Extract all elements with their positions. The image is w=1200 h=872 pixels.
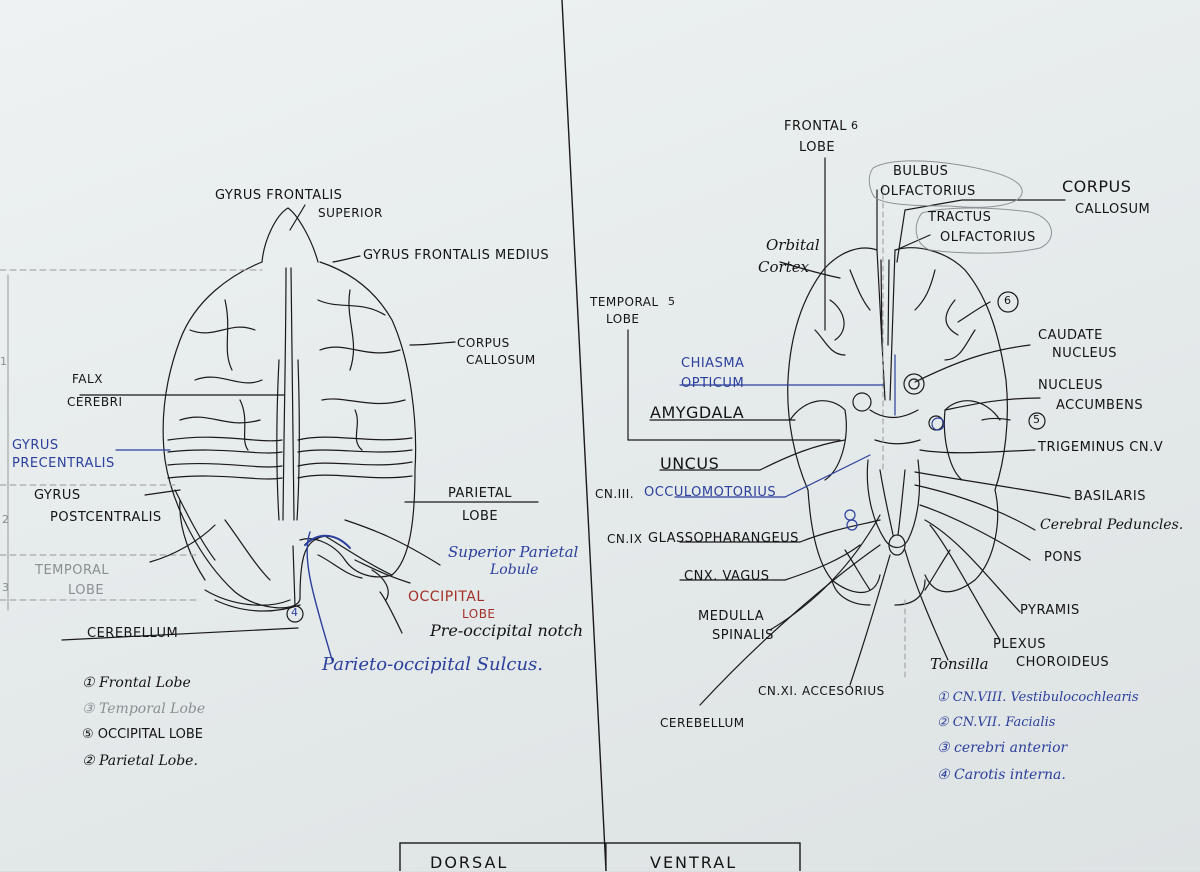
label-occipital-lobe: LOBE bbox=[462, 607, 496, 621]
label-uncus: UNCUS bbox=[660, 454, 720, 473]
label-olfactorius: OLFACTORIUS bbox=[880, 184, 976, 199]
label-callosum-ventral: CALLOSUM bbox=[1075, 202, 1151, 217]
label-trigeminus: TRIGEMINUS CN.V bbox=[1038, 440, 1164, 455]
label-falx: FALX bbox=[72, 372, 103, 386]
label-temporal-lobe: LOBE bbox=[68, 583, 105, 598]
label-cn10: CNX. VAGUS bbox=[684, 569, 770, 584]
dorsal-legend-item-2: ③ Temporal Lobe bbox=[82, 701, 206, 717]
label-cn3: CN.III. bbox=[595, 487, 635, 501]
side-mark-1: 1 bbox=[0, 355, 8, 368]
label-plexus: PLEXUS bbox=[993, 637, 1046, 652]
label-corpus: CORPUS bbox=[457, 336, 510, 350]
label-pons: PONS bbox=[1044, 550, 1083, 565]
label-medulla: MEDULLA bbox=[698, 609, 765, 624]
label-nucleus-2: NUCLEUS bbox=[1038, 378, 1104, 393]
label-spinalis: SPINALIS bbox=[712, 628, 774, 643]
dorsal-brain-outline bbox=[162, 207, 417, 612]
label-temporal-lobe-ventral: LOBE bbox=[606, 312, 640, 326]
label-frontal-num: 6 bbox=[851, 119, 859, 132]
label-circle-5: 5 bbox=[1033, 413, 1041, 426]
label-frontal: FRONTAL bbox=[784, 119, 848, 134]
label-temporal: TEMPORAL bbox=[35, 563, 110, 578]
label-precentralis: PRECENTRALIS bbox=[12, 456, 115, 471]
label-frontal-lobe: LOBE bbox=[799, 140, 836, 155]
label-parietal: PARIETAL bbox=[448, 486, 513, 501]
bottom-label-box bbox=[399, 842, 801, 871]
label-basilaris: BASILARIS bbox=[1074, 489, 1146, 504]
label-bulbus: BULBUS bbox=[893, 164, 949, 179]
ventral-legend-item-3: ③ cerebri anterior bbox=[937, 740, 1068, 756]
label-caudate: CAUDATE bbox=[1038, 328, 1103, 343]
label-circle-4: 4 bbox=[291, 606, 299, 619]
ventral-brain-outline bbox=[787, 247, 1008, 606]
label-opticum: OPTICUM bbox=[681, 376, 745, 391]
label-cerebellum-dorsal: CEREBELLUM bbox=[87, 626, 179, 641]
label-superior-parietal: Superior Parietal bbox=[448, 543, 579, 561]
label-occulomotorius: OCCULOMOTORIUS bbox=[644, 485, 777, 500]
bottom-box-dorsal: DORSAL bbox=[430, 853, 509, 872]
label-circle-6: 6 bbox=[1004, 294, 1012, 307]
label-lobule: Lobule bbox=[490, 562, 539, 578]
label-temporal-ventral: TEMPORAL bbox=[590, 295, 659, 309]
label-gyrus-frontalis-medius: GYRUS FRONTALIS MEDIUS bbox=[363, 248, 550, 263]
label-superior: SUPERIOR bbox=[318, 206, 383, 220]
label-temporal-num: 5 bbox=[668, 295, 676, 308]
label-occipital: OCCIPITAL bbox=[408, 589, 485, 605]
label-cn11: CN.XI. ACCESORIUS bbox=[758, 684, 885, 698]
label-nucleus: NUCLEUS bbox=[1052, 346, 1118, 361]
label-gyrus-postcentralis: GYRUS bbox=[34, 488, 81, 503]
label-parietal-lobe: LOBE bbox=[462, 509, 499, 524]
side-mark-2: 2 bbox=[2, 513, 10, 526]
label-cerebellum-ventral: CEREBELLUM bbox=[660, 716, 745, 730]
label-tonsilla: Tonsilla bbox=[930, 655, 989, 673]
label-gyrus-precentralis: GYRUS bbox=[12, 438, 59, 453]
ventral-legend-item-1: ① CN.VIII. Vestibulocochlearis bbox=[937, 690, 1139, 705]
label-olfactorius-2: OLFACTORIUS bbox=[940, 230, 1036, 245]
dorsal-legend-item-3: ⑤ OCCIPITAL LOBE bbox=[82, 727, 204, 742]
dorsal-legend-item-4: ② Parietal Lobe. bbox=[82, 753, 198, 769]
label-cerebri: CEREBRI bbox=[67, 395, 123, 409]
label-accumbens: ACCUMBENS bbox=[1056, 398, 1144, 413]
label-amygdala: AMYGDALA bbox=[650, 403, 745, 422]
label-gyrus-frontalis: GYRUS FRONTALIS bbox=[215, 188, 343, 203]
label-cloud-scribbles bbox=[868, 160, 1052, 254]
label-cerebral-peduncles: Cerebral Peduncles. bbox=[1040, 517, 1184, 533]
side-mark-3: 3 bbox=[2, 581, 10, 594]
label-cn9: CN.IX bbox=[607, 532, 643, 546]
label-callosum: CALLOSUM bbox=[466, 353, 536, 367]
label-glassopharangeus: GLASSOPHARANGEUS bbox=[648, 531, 799, 546]
ventral-legend-item-4: ④ Carotis interna. bbox=[937, 767, 1066, 783]
bottom-box-ventral: VENTRAL bbox=[650, 853, 738, 872]
label-parieto-occipital-sulcus: Parieto-occipital Sulcus. bbox=[322, 654, 543, 675]
label-corpus-ventral: CORPUS bbox=[1062, 177, 1132, 196]
center-divider bbox=[561, 0, 607, 871]
label-cortex: Cortex bbox=[758, 258, 810, 276]
label-pyramis: PYRAMIS bbox=[1020, 603, 1080, 618]
ventral-legend-item-2: ② CN.VII. Facialis bbox=[937, 715, 1056, 730]
label-postcentralis: POSTCENTRALIS bbox=[50, 510, 162, 525]
dorsal-legend-item-1: ① Frontal Lobe bbox=[82, 675, 191, 691]
label-chiasma: CHIASMA bbox=[681, 356, 745, 371]
label-preoccipital-notch: Pre-occipital notch bbox=[430, 621, 584, 640]
label-tractus: TRACTUS bbox=[928, 210, 992, 225]
label-orbital: Orbital bbox=[766, 236, 820, 254]
label-choroideus: CHOROIDEUS bbox=[1016, 655, 1110, 670]
